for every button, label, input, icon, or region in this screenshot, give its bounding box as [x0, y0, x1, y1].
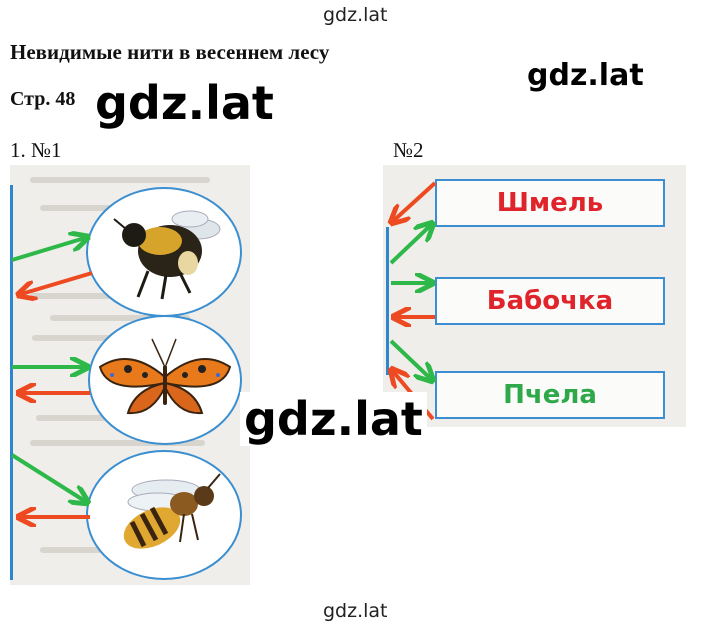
task2-vertical-line	[386, 227, 389, 375]
bumblebee-image	[113, 210, 221, 300]
arrow-green-3	[10, 453, 88, 503]
task1-label: 1. №1	[10, 138, 62, 162]
arrow-red-shmel	[391, 181, 437, 223]
task1-panel	[10, 165, 250, 585]
bee-image	[123, 473, 221, 549]
bee-circle	[86, 450, 242, 580]
page-number: Стр. 48	[10, 88, 76, 110]
box-babochka: Бабочка	[435, 277, 665, 325]
arrow-green-1	[11, 237, 88, 262]
arrow-red-1	[18, 271, 93, 295]
bumblebee-circle	[86, 187, 242, 317]
task1-vertical-line	[10, 185, 13, 580]
arrow-green-shmel	[389, 223, 433, 265]
watermark-right: gdz.lat	[527, 58, 644, 93]
arrow-green-pchela	[389, 339, 433, 381]
watermark-bottom: gdz.lat	[323, 600, 388, 622]
task2-arrows	[383, 181, 686, 421]
box-pchela-label: Пчела	[503, 380, 597, 410]
watermark-beside-page: gdz.lat	[95, 76, 274, 130]
box-babochka-label: Бабочка	[486, 286, 614, 316]
task1-arrows	[10, 165, 250, 585]
butterfly-image	[98, 338, 232, 415]
box-shmel: Шмель	[435, 179, 665, 227]
task2-label: №2	[393, 138, 424, 162]
page-title: Невидимые нити в весеннем лесу	[10, 40, 330, 64]
box-shmel-label: Шмель	[496, 188, 604, 218]
box-pchela: Пчела	[435, 371, 665, 419]
watermark-top: gdz.lat	[323, 4, 388, 26]
watermark-center: gdz.lat	[240, 392, 427, 446]
butterfly-circle	[88, 315, 242, 445]
task2-panel: Шмель Бабочка Пчела	[383, 165, 686, 427]
